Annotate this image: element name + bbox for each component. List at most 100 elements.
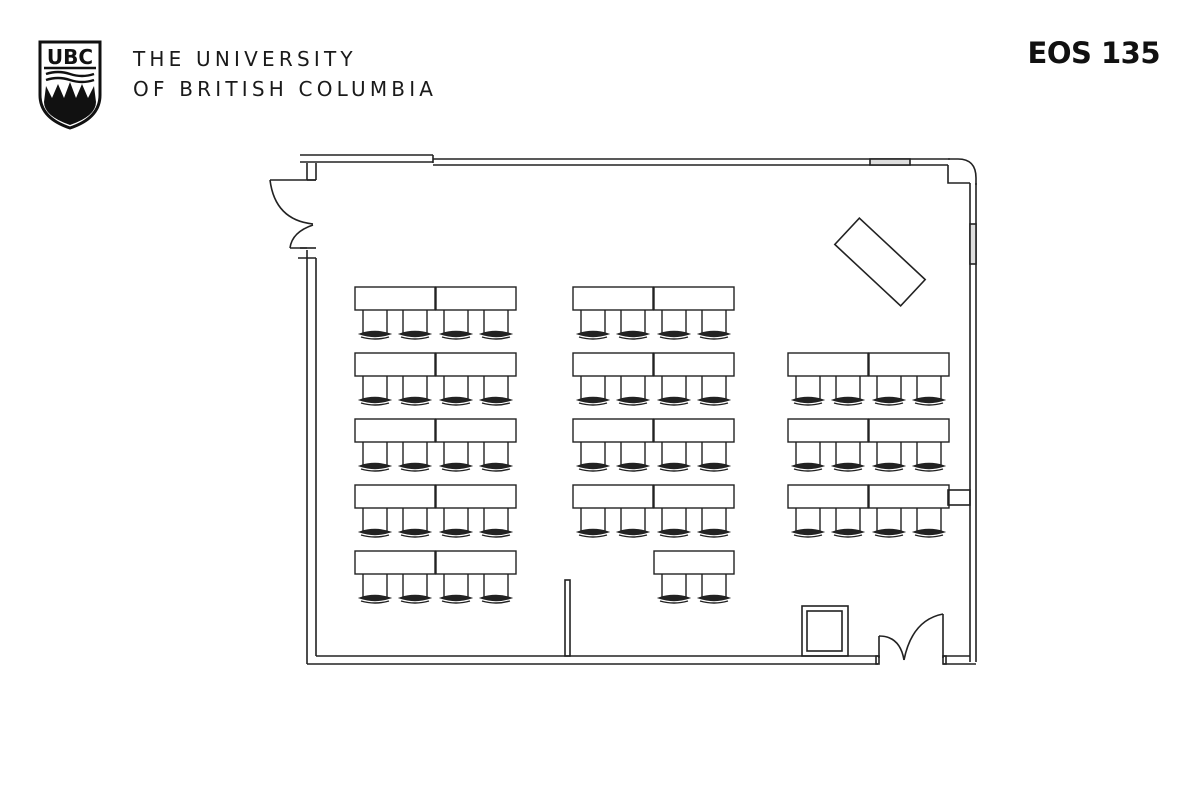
- chair: [696, 508, 732, 538]
- university-name-line1: THE UNIVERSITY: [133, 47, 357, 71]
- desk-unit: [787, 352, 869, 406]
- table: [572, 352, 654, 377]
- university-name: THE UNIVERSITY OF BRITISH COLUMBIA: [133, 44, 437, 104]
- chair: [830, 508, 866, 538]
- chair: [478, 442, 514, 472]
- table: [868, 418, 950, 443]
- window-top: [869, 158, 911, 166]
- chair: [575, 508, 611, 538]
- table: [572, 418, 654, 443]
- table: [354, 286, 436, 311]
- chair: [615, 310, 651, 340]
- chair: [397, 442, 433, 472]
- desk-unit: [653, 286, 735, 340]
- chair: [615, 508, 651, 538]
- logo-text: UBC: [47, 45, 93, 69]
- chair: [615, 376, 651, 406]
- table: [354, 352, 436, 377]
- chair: [696, 574, 732, 604]
- window-right: [969, 223, 977, 265]
- desk-unit: [787, 484, 869, 538]
- chair: [871, 508, 907, 538]
- table: [354, 550, 436, 575]
- chair: [575, 442, 611, 472]
- table: [653, 418, 735, 443]
- chair: [790, 508, 826, 538]
- chair: [656, 574, 692, 604]
- desk-unit: [572, 484, 654, 538]
- chair: [478, 310, 514, 340]
- chair: [696, 442, 732, 472]
- desk-unit: [868, 484, 950, 538]
- table: [354, 484, 436, 509]
- chair: [438, 574, 474, 604]
- table: [868, 352, 950, 377]
- desk-unit: [868, 418, 950, 472]
- wall-right: [969, 183, 977, 662]
- chair: [438, 376, 474, 406]
- desk-unit: [572, 286, 654, 340]
- room-code-title: EOS 135: [1027, 36, 1161, 70]
- table: [787, 352, 869, 377]
- desk-unit: [653, 484, 735, 538]
- chair: [656, 508, 692, 538]
- partition-wall: [564, 579, 571, 657]
- chair: [696, 310, 732, 340]
- table: [868, 484, 950, 509]
- teaching-table-angled[interactable]: [833, 217, 927, 307]
- chair: [871, 442, 907, 472]
- table: [435, 550, 517, 575]
- chair: [478, 508, 514, 538]
- chair: [397, 574, 433, 604]
- desk-unit: [868, 352, 950, 406]
- chair: [575, 310, 611, 340]
- desk-unit: [354, 418, 436, 472]
- chair: [656, 376, 692, 406]
- chair: [790, 442, 826, 472]
- wall-bracket: [947, 489, 971, 506]
- desk-unit: [435, 286, 517, 340]
- chair: [438, 508, 474, 538]
- desk-unit: [354, 352, 436, 406]
- wall-corner-top-right: [947, 158, 977, 185]
- table: [435, 286, 517, 311]
- chair: [871, 376, 907, 406]
- entry-door-left[interactable]: [269, 179, 314, 249]
- chair: [911, 508, 947, 538]
- table: [787, 418, 869, 443]
- desk-unit: [787, 418, 869, 472]
- chair: [696, 376, 732, 406]
- chair: [397, 376, 433, 406]
- university-name-line2: OF BRITISH COLUMBIA: [133, 77, 438, 101]
- entry-door-bottom-right[interactable]: [878, 613, 944, 661]
- table: [787, 484, 869, 509]
- table: [354, 418, 436, 443]
- chair: [911, 376, 947, 406]
- desk-unit: [435, 484, 517, 538]
- chair: [357, 574, 393, 604]
- table: [435, 352, 517, 377]
- desk-unit: [653, 550, 735, 604]
- table: [572, 286, 654, 311]
- chair: [438, 442, 474, 472]
- table: [653, 352, 735, 377]
- table-groups: [354, 286, 950, 604]
- chair: [478, 574, 514, 604]
- chair: [830, 376, 866, 406]
- chair: [357, 508, 393, 538]
- wall-bottom: [307, 655, 976, 665]
- desk-unit: [435, 418, 517, 472]
- table: [653, 550, 735, 575]
- chair: [656, 310, 692, 340]
- table: [572, 484, 654, 509]
- desk-unit: [653, 418, 735, 472]
- ubc-crest-logo: UBC: [38, 40, 102, 130]
- desk-unit: [354, 550, 436, 604]
- desk-unit: [572, 352, 654, 406]
- lectern[interactable]: [801, 605, 849, 657]
- chair: [575, 376, 611, 406]
- chair: [615, 442, 651, 472]
- table: [435, 418, 517, 443]
- chair: [478, 376, 514, 406]
